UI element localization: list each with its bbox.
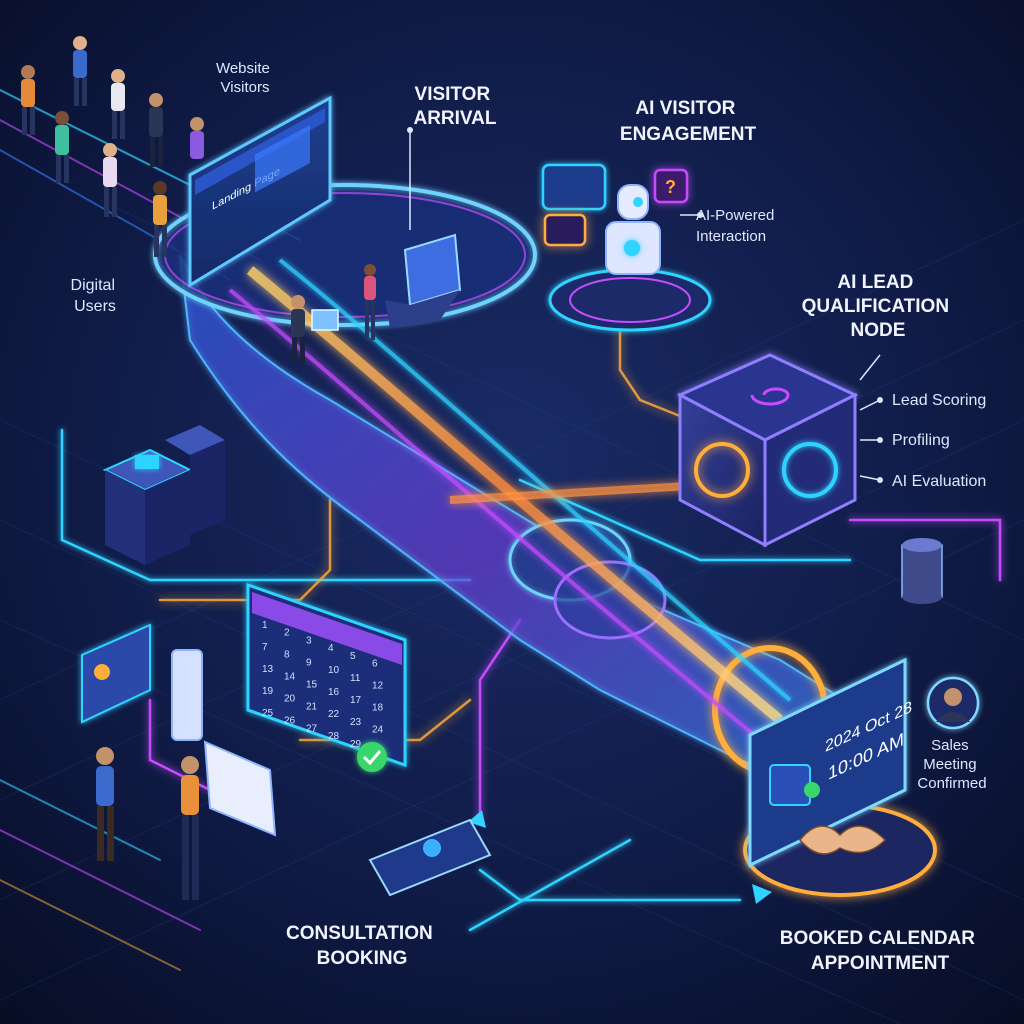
label-digital-users: Digital Users [71,277,120,315]
calendar-day: 4 [328,643,334,654]
calendar-day: 21 [306,701,318,712]
ai-robot-assistant [548,184,712,332]
calendar-day: 1 [262,620,268,631]
calendar-day: 14 [284,672,296,683]
contact-card-screen [81,623,151,724]
label-ai-visitor-engagement: AI VISITOR ENGAGEMENT [620,98,757,145]
circuit-traces [60,298,1002,932]
calendar-day: 9 [306,657,312,668]
landing-page-screen: Landing Page [188,95,332,288]
smartphone-contact [368,818,492,897]
calendar-day: 6 [372,659,378,670]
calendar-day: 27 [306,723,318,734]
calendar-screen: 1234567891011121314151617181920212223242… [246,582,407,772]
database-cylinder [901,538,943,604]
appointment-confirmation-screen: 2024 Oct 28 10:00 AM [743,657,937,897]
calendar-day: 15 [306,679,318,690]
calendar-grid: 1234567891011121314151617181920212223242… [262,620,384,758]
calendar-day: 13 [262,664,274,675]
calendar-day: 29 [350,739,362,750]
brain-icon [782,442,838,498]
calendar-day: 28 [328,731,340,742]
tablet-with-chart [203,740,277,837]
chat-bubble-icon [541,163,607,211]
svg-text:?: ? [665,177,676,197]
funnel-users [291,264,376,362]
label-lead-scoring: Lead Scoring [892,392,986,409]
label-consultation-booking: CONSULTATION BOOKING [286,923,438,969]
calendar-day: 5 [350,651,356,662]
calendar-day: 20 [284,694,296,705]
calendar-day: 12 [372,681,384,692]
label-ai-evaluation: AI Evaluation [892,473,986,490]
database-icon [901,544,943,598]
server-stack [102,425,225,565]
label-booked-calendar-appointment: BOOKED CALENDAR APPOINTMENT [780,928,981,974]
label-ai-lead-qualification-node: AI LEAD QUALIFICATION NODE [802,272,955,341]
brain-icon [694,442,750,498]
calendar-day: 7 [262,642,268,653]
chat-bubble-icon [653,168,689,204]
calendar-day: 8 [284,650,290,661]
calendar-day: 3 [306,635,312,646]
checkmark-icon [804,782,820,798]
laptop-device [385,233,462,328]
sales-rep-avatar [926,676,980,730]
phone-device [171,649,203,741]
callout-dots [407,127,883,483]
label-visitor-arrival: VISITOR ARRIVAL [413,84,496,129]
arrow-to-appointment [752,884,772,904]
calendar-day: 25 [262,708,274,719]
website-visitor-crowd [21,36,204,257]
chat-bubble-icons: ? [541,163,689,247]
calendar-day: 24 [372,725,384,736]
calendar-day: 19 [262,686,274,697]
calendar-icon [769,764,811,806]
label-ai-powered-interaction: AI-Powered Interaction [696,207,779,245]
checkmark-icon [357,742,387,772]
calendar-day: 26 [284,716,296,727]
chat-bubble-icon [543,213,587,247]
handshake-icon [799,825,887,855]
calendar-day: 18 [372,703,384,714]
calendar-day: 23 [350,717,362,728]
calendar-day: 11 [350,673,361,684]
calendar-day: 17 [350,695,362,706]
lead-qualification-cube [676,353,859,548]
callout-lines [409,130,881,481]
label-website-visitors: Website Visitors [216,60,274,96]
consultant-people [96,747,199,900]
calendar-day: 22 [328,709,340,720]
label-sales-meeting-confirmed: Sales Meeting Confirmed [917,737,986,792]
calendar-day: 16 [328,687,340,698]
label-profiling: Profiling [892,432,950,449]
calendar-day: 10 [328,665,340,676]
calendar-day: 2 [284,628,290,639]
